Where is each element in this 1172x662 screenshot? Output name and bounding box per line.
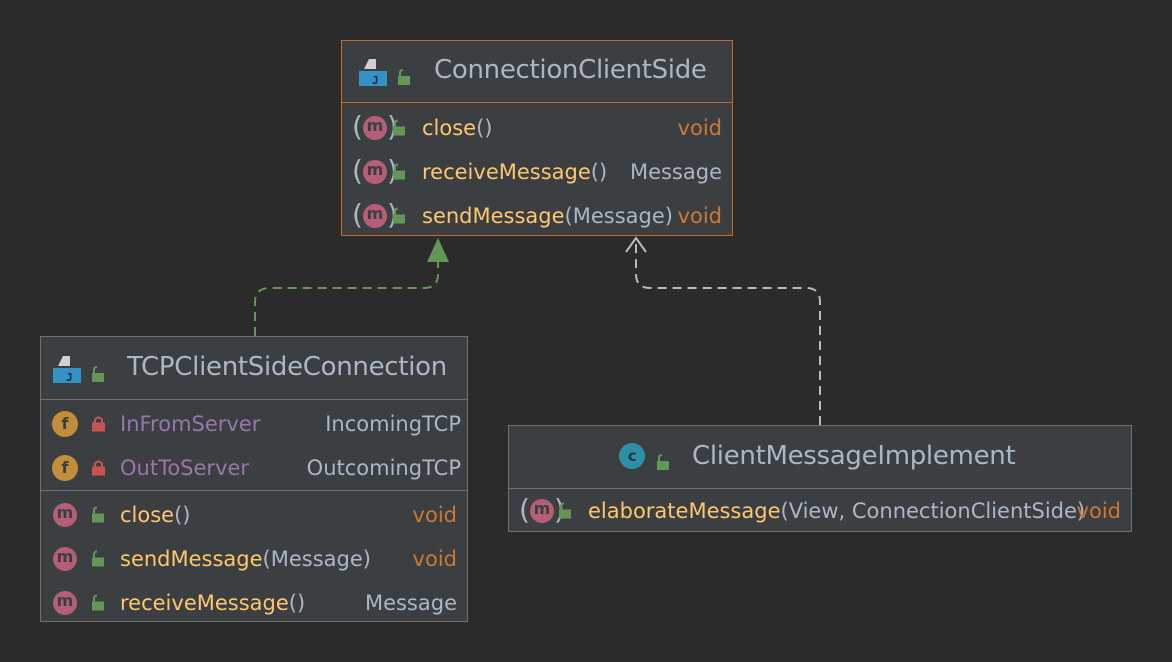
method-row[interactable]: m sendMessage(Message) void (41, 537, 467, 581)
field-name: InFromServer (120, 412, 261, 436)
fields-section: f InFromServer IncomingTCP f OutToServer… (41, 400, 467, 491)
public-lock-icon (654, 448, 671, 478)
method-return-type: void (412, 503, 457, 527)
methods-section: (m) close() void (m) receiveMessage() Me… (342, 103, 732, 238)
method-row[interactable]: m receiveMessage() Message (41, 581, 467, 625)
field-type: OutcomingTCP (306, 456, 461, 480)
private-lock-icon (90, 460, 107, 477)
method-params: () (174, 503, 191, 527)
node-connection-client-side[interactable]: J ConnectionClientSide (m) close() void … (341, 40, 733, 236)
method-icon: m (53, 591, 77, 615)
method-row[interactable]: (m) receiveMessage() Message (342, 150, 732, 194)
method-row[interactable]: m close() void (41, 493, 467, 537)
realization-edge (254, 262, 439, 336)
public-lock-icon (390, 207, 407, 225)
dependency-arrowhead (625, 236, 647, 253)
field-row[interactable]: f InFromServer IncomingTCP (41, 402, 467, 446)
method-name: sendMessage (422, 204, 565, 228)
node-header: c ClientMessageImplement (509, 426, 1131, 489)
method-params: (View, ConnectionClientSide) (780, 499, 1086, 523)
method-icon: (m) (352, 198, 398, 231)
node-client-message-implement[interactable]: c ClientMessageImplement (m) elaborateMe… (508, 425, 1132, 532)
method-return-type: void (1076, 499, 1121, 523)
method-name: sendMessage (120, 547, 263, 571)
method-return-type: void (677, 204, 722, 228)
method-params: (Message) (262, 547, 371, 571)
method-name: receiveMessage (422, 160, 591, 184)
method-params: () (476, 116, 493, 140)
method-params: () (590, 160, 608, 184)
method-icon: m (53, 503, 77, 527)
node-tcp-client-side-connection[interactable]: J TCPClientSideConnection f InFromServer… (40, 336, 468, 622)
methods-section: (m) elaborateMessage(View, ConnectionCli… (509, 489, 1131, 533)
svg-text:J: J (372, 74, 378, 87)
realization-arrowhead (427, 238, 449, 262)
method-name: close (422, 116, 477, 140)
method-row[interactable]: (m) close() void (342, 106, 732, 150)
node-header: J TCPClientSideConnection (41, 337, 467, 400)
field-icon: f (52, 455, 78, 481)
method-icon: m (53, 547, 77, 571)
public-lock-icon (390, 163, 407, 181)
private-lock-icon (90, 416, 107, 433)
method-return-type: void (677, 116, 722, 140)
dependency-edge (635, 240, 821, 425)
method-params: (Message) (564, 204, 673, 228)
method-row[interactable]: (m) elaborateMessage(View, ConnectionCli… (509, 489, 1131, 533)
node-title: ConnectionClientSide (434, 55, 707, 85)
public-lock-icon (556, 502, 573, 520)
method-row[interactable]: (m) sendMessage(Message) void (342, 194, 732, 238)
node-title: ClientMessageImplement (692, 441, 1016, 471)
method-return-type: Message (364, 591, 457, 615)
method-params: () (288, 591, 306, 615)
svg-text:J: J (66, 371, 72, 384)
field-row[interactable]: f OutToServer OutcomingTCP (41, 446, 467, 490)
method-return-type: Message (629, 160, 722, 184)
field-icon: f (52, 411, 78, 437)
public-lock-icon (89, 594, 106, 612)
public-lock-icon (89, 550, 106, 568)
public-lock-icon (395, 63, 412, 93)
interface-icon: J (52, 353, 84, 392)
public-lock-icon (89, 360, 106, 390)
methods-section: m close() void m sendMessage(Message) vo… (41, 491, 467, 625)
method-name: close (120, 503, 175, 527)
field-name: OutToServer (120, 456, 250, 480)
public-lock-icon (390, 119, 407, 137)
method-icon: (m) (352, 154, 398, 187)
method-name: elaborateMessage (588, 499, 781, 523)
interface-icon: J (358, 56, 390, 95)
class-icon: c (619, 443, 645, 469)
public-lock-icon (89, 506, 106, 524)
method-return-type: void (412, 547, 457, 571)
node-header: J ConnectionClientSide (342, 41, 732, 103)
field-type: IncomingTCP (325, 412, 461, 436)
method-name: receiveMessage (120, 591, 289, 615)
node-title: TCPClientSideConnection (127, 352, 447, 382)
method-icon: (m) (352, 110, 398, 143)
